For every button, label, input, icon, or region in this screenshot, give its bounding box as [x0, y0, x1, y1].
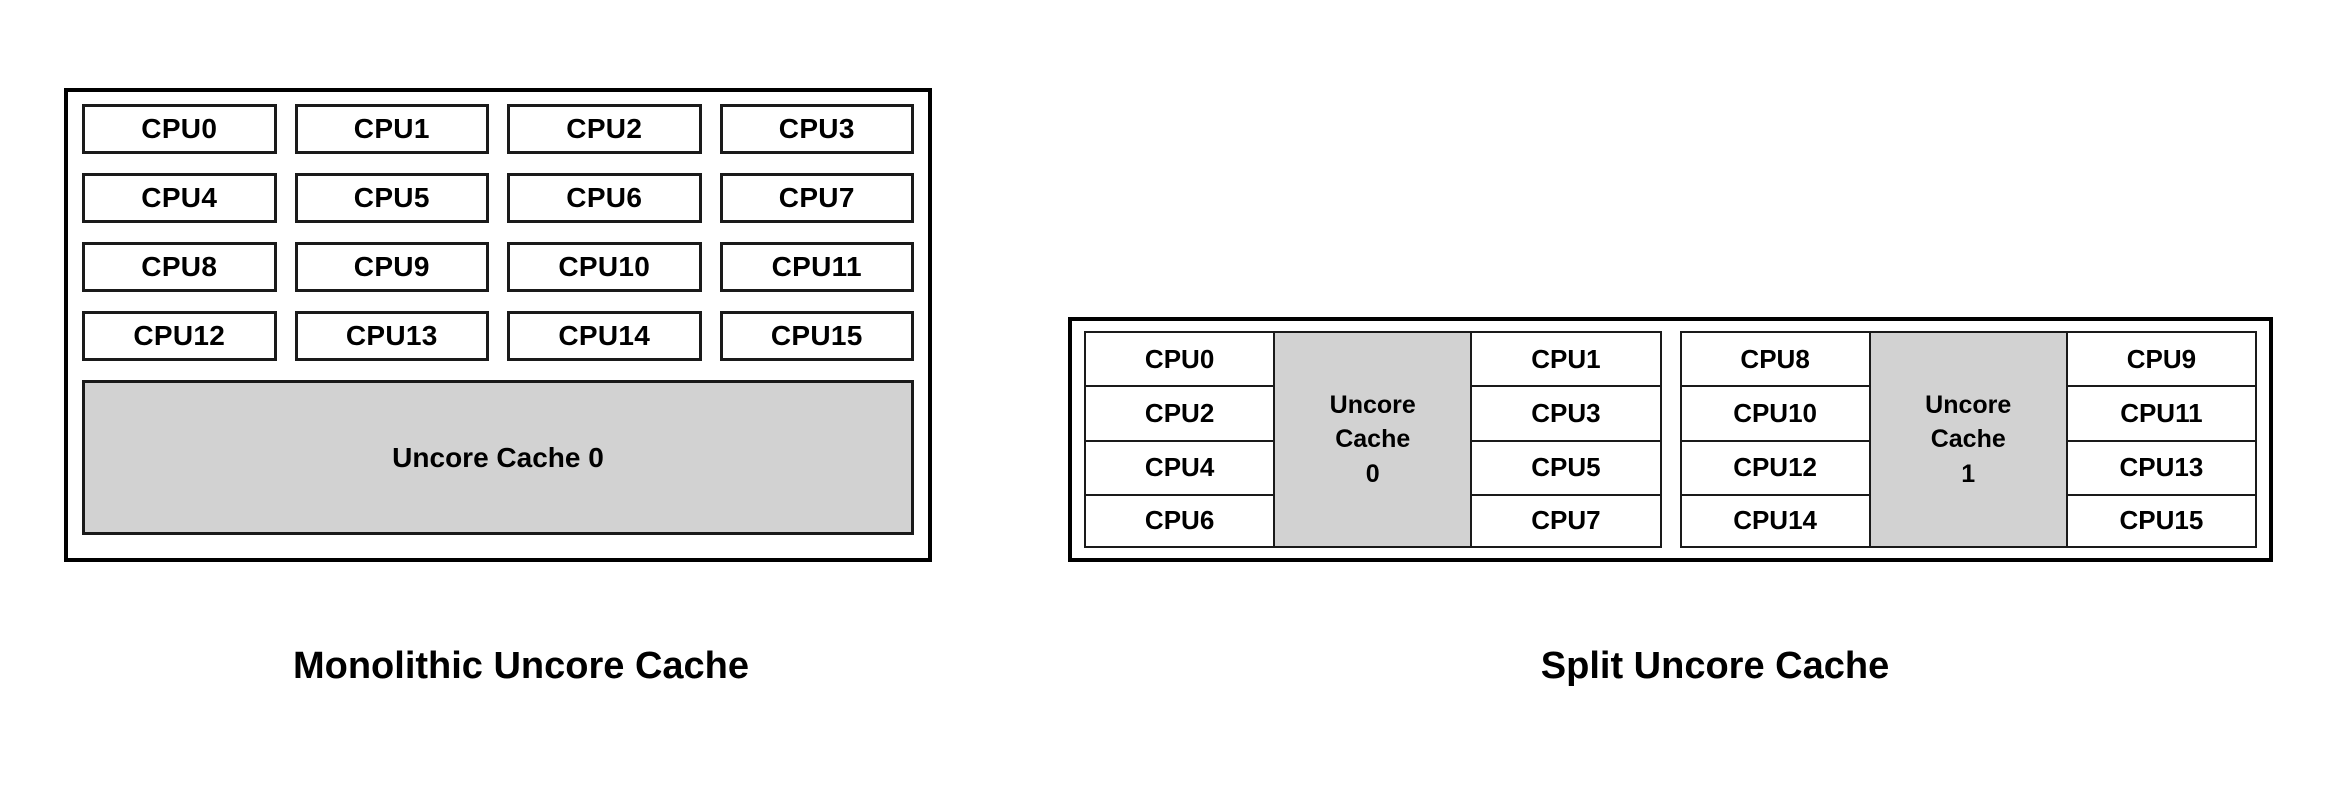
split-cluster-left-cpu-column: CPU8 CPU10 CPU12 CPU14 [1679, 331, 1871, 548]
cpu-box: CPU2 [507, 104, 702, 154]
split-cluster-left-cpu-column: CPU0 CPU2 CPU4 CPU6 [1084, 331, 1276, 548]
uncore-cache-label-line: Uncore [1329, 390, 1416, 419]
split-package-outline: CPU0 CPU2 CPU4 CPU6 Uncore Cache 0 CPU1 … [1068, 317, 2273, 562]
cpu-box: CPU12 [1679, 439, 1871, 496]
uncore-cache-label-line: Cache [1930, 425, 2006, 454]
cpu-box: CPU11 [2065, 385, 2257, 442]
split-cluster: CPU8 CPU10 CPU12 CPU14 Uncore Cache 1 CP… [1679, 331, 2257, 548]
cpu-box: CPU11 [719, 242, 914, 292]
cpu-box: CPU13 [294, 311, 489, 361]
cpu-box: CPU6 [1084, 493, 1276, 548]
uncore-cache-box: Uncore Cache 0 [82, 380, 914, 535]
uncore-cache-box: Uncore Cache 1 [1868, 331, 2068, 548]
split-cluster: CPU0 CPU2 CPU4 CPU6 Uncore Cache 0 CPU1 … [1084, 331, 1662, 548]
monolithic-cpu-grid: CPU0 CPU1 CPU2 CPU3 CPU4 CPU5 CPU6 CPU7 … [82, 104, 914, 361]
cpu-box: CPU4 [82, 173, 277, 223]
cpu-box: CPU9 [294, 242, 489, 292]
cpu-box: CPU9 [2065, 331, 2257, 388]
cpu-box: CPU6 [507, 173, 702, 223]
cpu-box: CPU8 [82, 242, 277, 292]
cpu-box: CPU3 [719, 104, 914, 154]
monolithic-inner-area: CPU0 CPU1 CPU2 CPU3 CPU4 CPU5 CPU6 CPU7 … [82, 104, 914, 546]
cpu-box: CPU14 [1679, 493, 1871, 548]
split-cluster-right-cpu-column: CPU9 CPU11 CPU13 CPU15 [2065, 331, 2257, 548]
cpu-box: CPU10 [507, 242, 702, 292]
cpu-box: CPU15 [719, 311, 914, 361]
cpu-box: CPU0 [1084, 331, 1276, 388]
cpu-box: CPU0 [82, 104, 277, 154]
monolithic-package-outline: CPU0 CPU1 CPU2 CPU3 CPU4 CPU5 CPU6 CPU7 … [64, 88, 932, 562]
split-cluster-right-cpu-column: CPU1 CPU3 CPU5 CPU7 [1470, 331, 1662, 548]
cpu-box: CPU1 [1470, 331, 1662, 388]
uncore-cache-index: 0 [1365, 459, 1380, 488]
monolithic-caption: Monolithic Uncore Cache [292, 645, 750, 687]
cpu-box: CPU13 [2065, 439, 2257, 496]
cpu-box: CPU2 [1084, 385, 1276, 442]
split-caption: Split Uncore Cache [1540, 645, 1890, 687]
cpu-box: CPU7 [1470, 493, 1662, 548]
cpu-box: CPU5 [1470, 439, 1662, 496]
cpu-box: CPU5 [294, 173, 489, 223]
uncore-cache-index: 1 [1961, 459, 1976, 488]
cpu-box: CPU15 [2065, 493, 2257, 548]
cpu-box: CPU1 [294, 104, 489, 154]
uncore-cache-box: Uncore Cache 0 [1273, 331, 1473, 548]
cpu-box: CPU14 [507, 311, 702, 361]
cpu-box: CPU4 [1084, 439, 1276, 496]
cpu-box: CPU12 [82, 311, 277, 361]
cpu-box: CPU8 [1679, 331, 1871, 388]
split-inner-area: CPU0 CPU2 CPU4 CPU6 Uncore Cache 0 CPU1 … [1084, 331, 2257, 548]
uncore-cache-label-line: Cache [1335, 425, 1411, 454]
cpu-box: CPU7 [719, 173, 914, 223]
uncore-cache-label-line: Uncore [1925, 390, 2012, 419]
cpu-box: CPU3 [1470, 385, 1662, 442]
cpu-box: CPU10 [1679, 385, 1871, 442]
